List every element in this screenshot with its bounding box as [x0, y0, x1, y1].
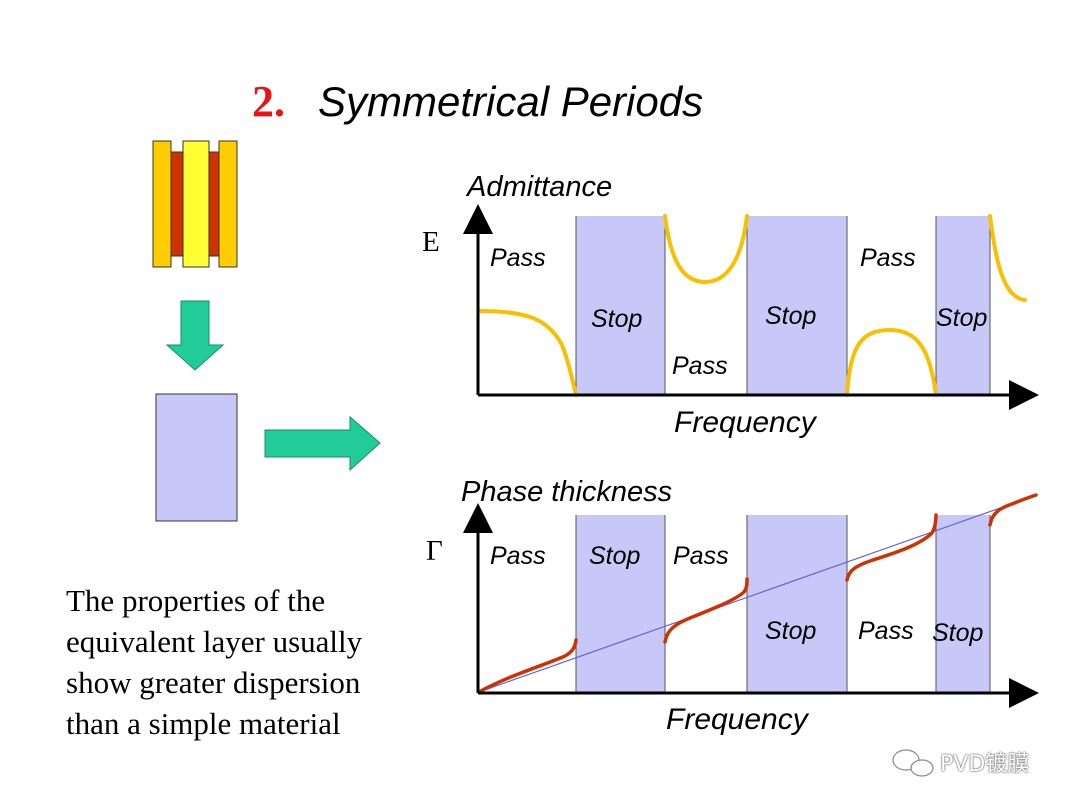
admittance-curve [477, 214, 1027, 397]
stop-band [936, 216, 990, 395]
equivalent-layer [155, 393, 238, 522]
layer-inner-left [170, 151, 184, 257]
watermark: PVD镀膜 [940, 752, 1030, 777]
stop-band [576, 216, 665, 395]
description-text: The properties of the equivalent layer u… [66, 580, 426, 744]
band-label: Pass [490, 244, 546, 272]
x-axis-label: Frequency [674, 406, 818, 439]
stop-band [747, 515, 847, 693]
title-number: 2. [252, 77, 285, 126]
description-line: equivalent layer usually [66, 624, 363, 659]
phase-plot: Phase thickness Γ Frequency Pass Stop Pa… [426, 476, 1039, 736]
band-label: Pass [858, 617, 914, 645]
band-label: Stop [591, 305, 643, 333]
plot-title: Phase thickness [461, 476, 672, 508]
band-label: Stop [765, 302, 817, 330]
layer-inner-right [208, 151, 220, 257]
description-line: The properties of the [66, 583, 326, 618]
axis-symbol: Γ [426, 535, 443, 567]
band-label: Stop [589, 542, 641, 570]
stop-band [747, 216, 847, 395]
reference-line [478, 507, 1001, 693]
stop-band [936, 515, 990, 693]
chat-icon [892, 749, 934, 777]
layer-center [182, 140, 210, 268]
axis-symbol: E [422, 226, 440, 258]
right-arrow-icon [264, 415, 381, 472]
band-label: Stop [932, 619, 984, 647]
x-axis-label: Frequency [666, 703, 810, 736]
phase-curve [477, 493, 1038, 694]
band-label: Stop [765, 617, 817, 645]
description-line: show greater dispersion [66, 665, 361, 700]
down-arrow-icon [165, 300, 225, 371]
layer-outer-right [218, 140, 238, 268]
band-label: Pass [672, 352, 728, 380]
description-line: than a simple material [66, 706, 341, 741]
stop-band [576, 515, 665, 693]
band-label: Stop [936, 304, 988, 332]
title-text: Symmetrical Periods [318, 78, 704, 125]
band-label: Pass [490, 542, 546, 570]
page-title: 2. Symmetrical Periods [0, 72, 1080, 132]
band-label: Pass [860, 244, 916, 272]
plot-title: Admittance [465, 171, 612, 203]
band-label: Pass [673, 542, 729, 570]
layer-outer-left [152, 140, 172, 268]
multilayer-stack [152, 140, 238, 268]
admittance-plot: Admittance E Frequency Pass Stop Pass St… [422, 171, 1039, 439]
